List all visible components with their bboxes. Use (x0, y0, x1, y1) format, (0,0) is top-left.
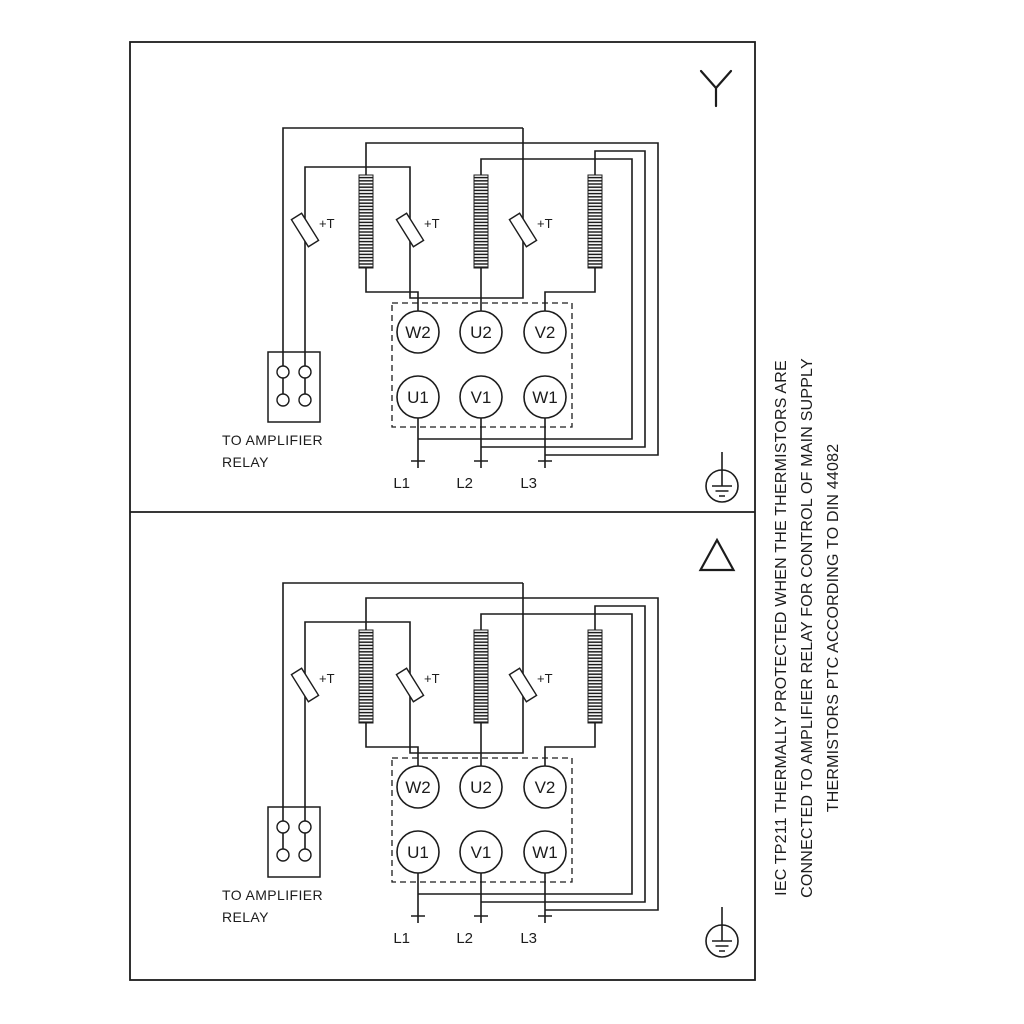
delta-panel-circuit (221, 582, 739, 958)
star-panel-circuit (221, 127, 739, 503)
side-note: IEC TP211 THERMALLY PROTECTED WHEN THE T… (773, 358, 842, 898)
side-note-line-1: IEC TP211 THERMALLY PROTECTED WHEN THE T… (773, 360, 790, 896)
diagram-frame (129, 41, 756, 981)
delta-connection-icon (698, 537, 736, 572)
side-note-line-2: CONNECTED TO AMPLIFIER RELAY FOR CONTROL… (799, 358, 816, 898)
side-note-line-3: THERMISTORS PTC ACCORDING TO DIN 44082 (825, 444, 842, 813)
star-connection-icon (699, 69, 733, 108)
